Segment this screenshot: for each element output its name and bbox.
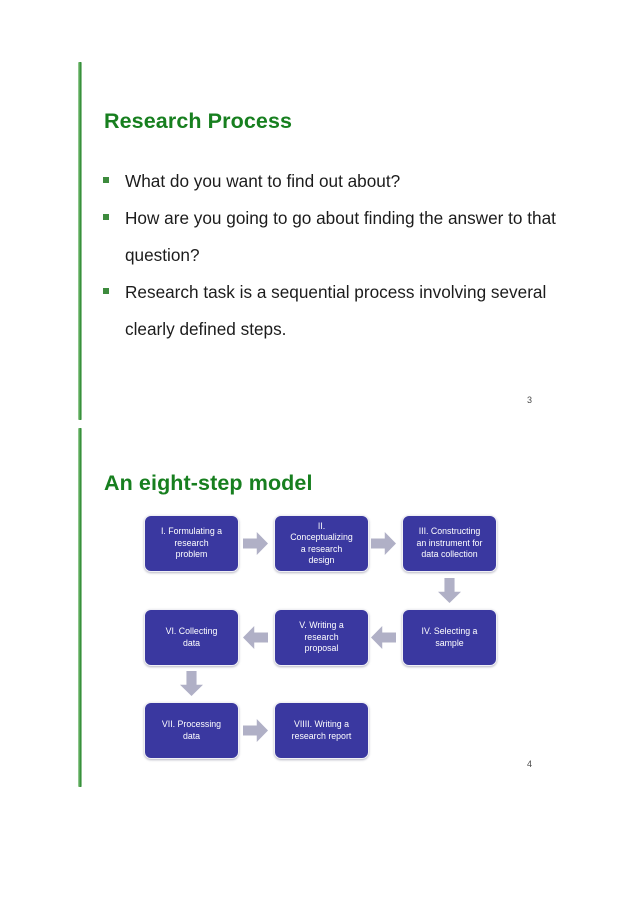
arrow-left-icon — [371, 626, 396, 649]
list-item-text: How are you going to go about finding th… — [125, 208, 556, 265]
accent-bar — [78, 428, 82, 787]
arrow-right-icon — [243, 532, 268, 555]
arrow-right-icon — [371, 532, 396, 555]
page-number: 4 — [527, 759, 533, 769]
accent-bar — [78, 62, 82, 420]
page-title: Research Process — [104, 109, 293, 134]
square-bullet-icon — [103, 214, 109, 220]
list-item-text: What do you want to find out about? — [125, 171, 401, 191]
page-number: 3 — [527, 395, 533, 405]
arrow-left-icon — [243, 626, 268, 649]
square-bullet-icon — [103, 177, 109, 183]
list-item-text: Research task is a sequential process in… — [125, 282, 547, 339]
list-item: What do you want to find out about? — [101, 163, 571, 200]
square-bullet-icon — [103, 288, 109, 294]
list-item: Research task is a sequential process in… — [101, 274, 571, 348]
bullet-list: What do you want to find out about? How … — [101, 163, 571, 348]
list-item: How are you going to go about finding th… — [101, 200, 571, 274]
arrow-down-icon — [438, 578, 461, 603]
page-title: An eight-step model — [104, 471, 313, 496]
slide-research-process: Research Process What do you want to fin… — [0, 55, 638, 420]
arrow-right-icon — [243, 719, 268, 742]
arrow-down-icon — [180, 671, 203, 696]
